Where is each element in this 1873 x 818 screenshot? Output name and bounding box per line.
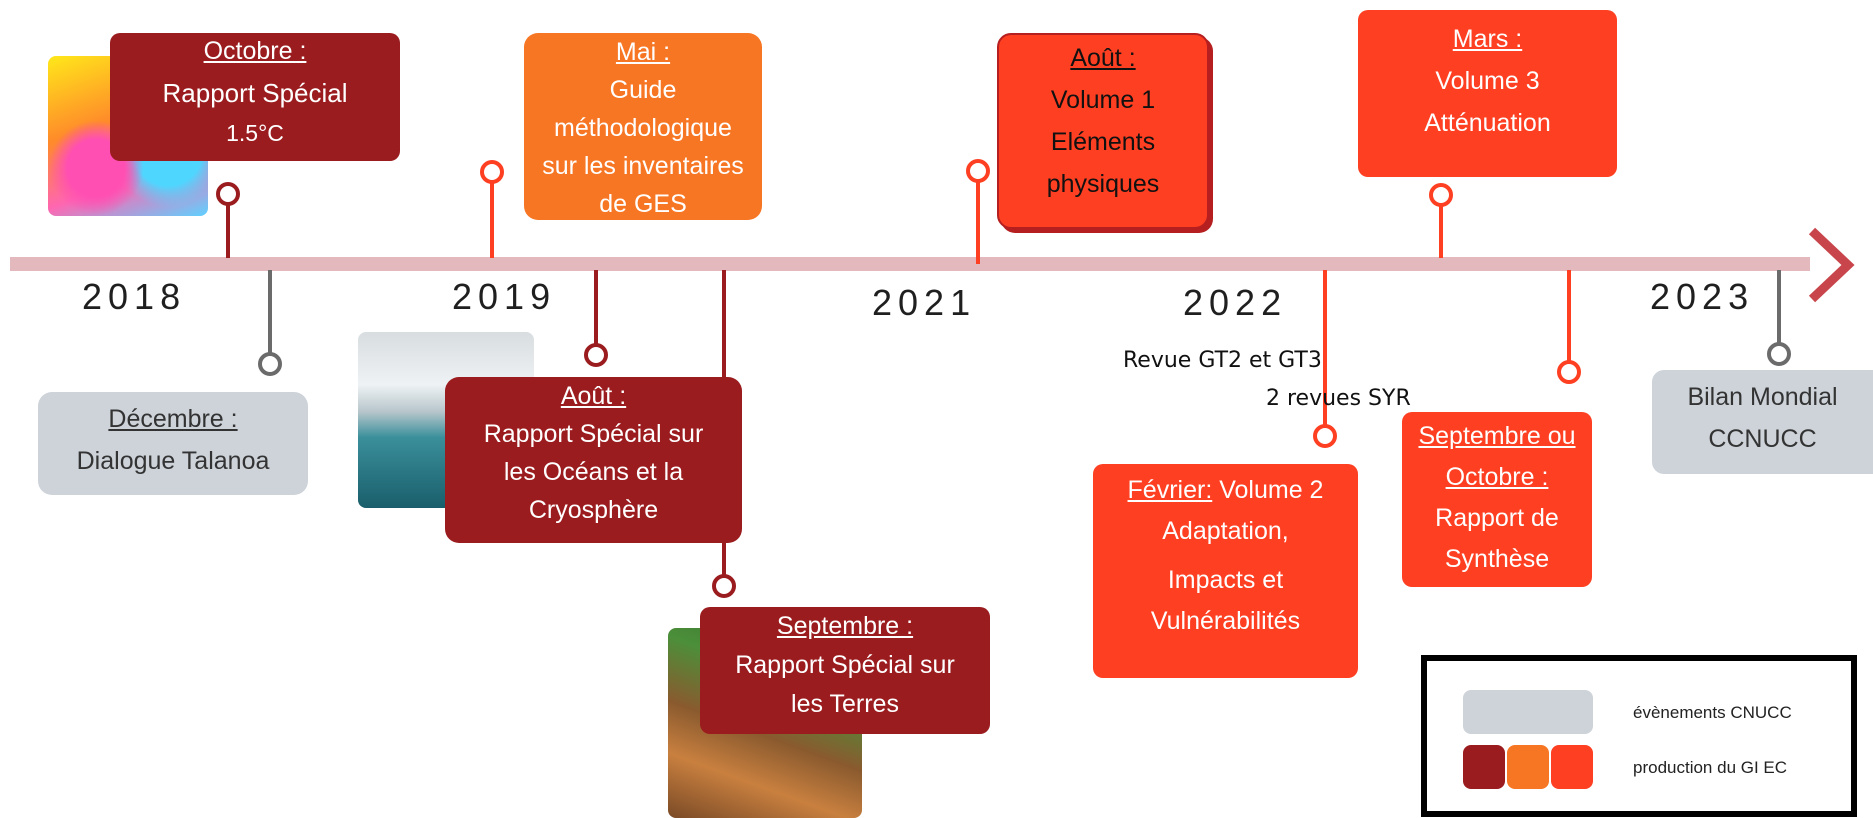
event-line: Synthèse	[1444, 545, 1550, 573]
legend-swatch-dark-red	[1463, 745, 1505, 789]
connector-stem	[976, 176, 980, 264]
note-revue-gt: Revue GT2 et GT3	[1123, 348, 1322, 373]
event-line: 1.5°C	[226, 119, 284, 146]
connector-stem	[1323, 270, 1327, 430]
legend: évènements CNUCC production du GI EC	[1421, 655, 1857, 817]
event-line: Rapport Spécial	[162, 77, 348, 108]
connector-dot	[480, 160, 504, 184]
event-box-oct-2018: Octobre : Rapport Spécial 1.5°C	[110, 33, 400, 161]
connector-dot	[1557, 360, 1581, 384]
connector-stem	[1777, 270, 1781, 344]
note-revues-syr: 2 revues SYR	[1266, 386, 1411, 411]
legend-swatch-grey	[1463, 690, 1593, 734]
event-month: Décembre :	[108, 405, 238, 433]
event-box-bilan-2023: Bilan Mondial CCNUCC	[1652, 370, 1873, 474]
legend-label-cnucc: évènements CNUCC	[1633, 703, 1792, 722]
event-box-fev-2022: Février: Volume 2 Adaptation, Impacts et…	[1093, 464, 1358, 678]
event-line: de GES	[599, 190, 687, 218]
event-line: les Terres	[791, 690, 899, 718]
timeline-axis	[10, 257, 1810, 271]
legend-swatch-red	[1551, 745, 1593, 789]
connector-stem	[1567, 270, 1571, 364]
event-line: Adaptation,	[1162, 517, 1289, 545]
event-line: Dialogue Talanoa	[76, 447, 270, 475]
event-line: CCNUCC	[1708, 425, 1817, 453]
connector-dot	[712, 574, 736, 598]
connector-stem	[268, 270, 272, 360]
event-line: Rapport Spécial sur	[735, 651, 955, 679]
event-box-dec-2018: Décembre : Dialogue Talanoa	[38, 392, 308, 495]
connector-dot	[216, 182, 240, 206]
connector-stem	[1439, 206, 1443, 258]
event-line: Eléments	[1050, 128, 1156, 156]
event-line: les Océans et la	[503, 458, 684, 486]
year-label-2018: 2018	[82, 276, 187, 317]
event-line: Impacts et	[1167, 566, 1284, 594]
event-month-2: Octobre :	[1445, 463, 1549, 491]
event-line: Bilan Mondial	[1687, 383, 1838, 411]
connector-dot	[966, 159, 990, 183]
connector-dot	[1429, 183, 1453, 207]
connector-dot	[1313, 424, 1337, 448]
event-month: Mars :	[1452, 25, 1523, 53]
legend-label-giec: production du GI EC	[1633, 758, 1788, 777]
event-box-mars-2022: Mars : Volume 3 Atténuation	[1358, 10, 1617, 177]
event-box-aout-2019: Août : Rapport Spécial sur les Océans et…	[445, 377, 742, 543]
event-month: Février:	[1127, 476, 1213, 504]
connector-stem	[490, 176, 494, 258]
event-box-aout-2021: Août : Volume 1 Eléments physiques	[997, 33, 1209, 229]
year-label-2022: 2022	[1183, 282, 1288, 323]
legend-swatch-orange	[1507, 745, 1549, 789]
event-line: Guide	[609, 76, 677, 104]
connector-stem	[594, 270, 598, 346]
event-box-sept-oct-2022: Septembre ou Octobre : Rapport de Synthè…	[1402, 412, 1592, 587]
event-line: physiques	[1046, 170, 1160, 198]
event-month: Septembre :	[776, 612, 914, 640]
event-month: Août :	[1070, 44, 1136, 72]
event-line: sur les inventaires	[542, 152, 744, 180]
connector-stem	[226, 196, 230, 258]
event-box-mai-2019: Mai : Guide méthodologique sur les inven…	[524, 33, 762, 220]
event-line: Atténuation	[1424, 109, 1551, 137]
event-line: Vulnérabilités	[1150, 607, 1301, 635]
connector-dot	[258, 352, 282, 376]
year-label-2019: 2019	[452, 276, 557, 317]
event-line: Rapport Spécial sur	[483, 420, 704, 448]
event-line: Cryosphère	[528, 496, 659, 524]
event-month: Septembre ou	[1418, 422, 1576, 450]
year-label-2021: 2021	[872, 282, 977, 323]
connector-dot	[584, 343, 608, 367]
arrow-right-icon	[1808, 227, 1855, 303]
event-box-sept-2019: Septembre : Rapport Spécial sur les Terr…	[700, 607, 990, 734]
year-label-2023: 2023	[1650, 276, 1755, 317]
event-month: Mai :	[615, 38, 671, 66]
event-month: Août :	[560, 382, 627, 410]
connector-dot	[1767, 342, 1791, 366]
event-line: Volume 3	[1435, 67, 1540, 95]
event-line: Volume 1	[1050, 86, 1156, 114]
event-line: Rapport de	[1435, 504, 1559, 532]
event-line: méthodologique	[554, 114, 732, 142]
event-month: Octobre :	[203, 37, 307, 65]
event-line: Volume 2	[1212, 476, 1324, 504]
